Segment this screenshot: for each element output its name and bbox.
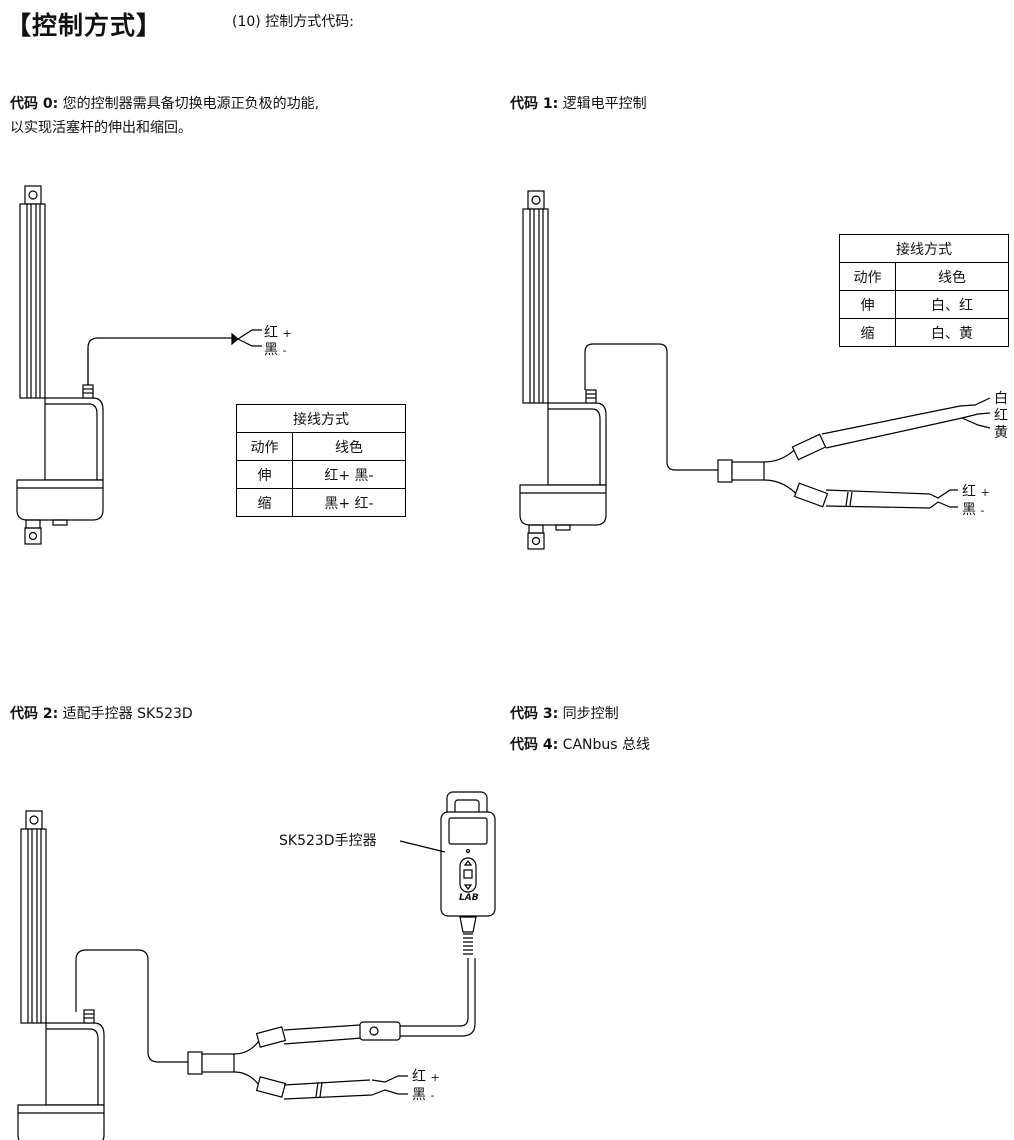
code1-power-black-label: 黑 - (962, 502, 985, 518)
page-title: 【控制方式】 (6, 11, 163, 40)
code1-description: 代码 1: 逻辑电平控制 (510, 92, 647, 116)
code4-desc: CANbus 总线 (562, 737, 651, 753)
code2-inline-connector (359, 1021, 401, 1041)
code4-label: 代码 4: (510, 737, 559, 753)
code0-leader-black (237, 338, 262, 347)
code1-table-head-action: 动作 (839, 262, 896, 291)
code1-table-head-color: 线色 (895, 262, 1009, 291)
code2-cable (75, 949, 188, 1063)
code0-cable (87, 337, 232, 385)
code1-row-extend-color: 白、红 (895, 290, 1009, 319)
code2-desc: 适配手控器 SK523D (62, 706, 193, 722)
code1-wire-red-label: 红 (994, 408, 1008, 424)
sk523d-hand-controller (440, 791, 496, 955)
code2-label: 代码 2: (10, 706, 59, 722)
code0-leader-red (237, 329, 262, 340)
code3-description: 代码 3: 同步控制 (510, 702, 619, 726)
code0-wire-red-label: 红 + (264, 325, 292, 341)
code0-row-retract-action: 缩 (236, 488, 293, 517)
actuator-1-drawing (519, 190, 607, 550)
code1-desc: 逻辑电平控制 (562, 96, 647, 112)
code1-wiring-table: 接线方式 动作 线色 伸 白、红 缩 白、黄 (839, 234, 1009, 347)
code0-table-title: 接线方式 (236, 404, 406, 433)
code3-label: 代码 3: (510, 706, 559, 722)
code1-splitter (717, 459, 733, 483)
code0-desc-line2: 以实现活塞杆的伸出和缩回。 (10, 120, 192, 136)
page-subtitle: (10) 控制方式代码: (232, 14, 354, 30)
code0-wire-black-label: 黑 - (264, 342, 287, 358)
code2-description: 代码 2: 适配手控器 SK523D (10, 702, 193, 726)
code1-table-title: 接线方式 (839, 234, 1009, 263)
code2-splitter (187, 1051, 203, 1075)
controller-logo: LAB (459, 893, 479, 903)
controller-leader-line (399, 840, 446, 853)
code1-row-retract-color: 白、黄 (895, 318, 1009, 347)
code0-desc-line1: 您的控制器需具备切换电源正负极的功能, (62, 96, 320, 112)
code1-wire-white-label: 白 (994, 391, 1008, 407)
code4-description: 代码 4: CANbus 总线 (510, 733, 650, 757)
code1-row-retract-action: 缩 (839, 318, 896, 347)
sk523d-controller-label: SK523D手控器 (279, 833, 377, 849)
code3-desc: 同步控制 (562, 706, 619, 722)
code2-power-black-label: 黑 - (412, 1087, 435, 1103)
code0-wiring-table: 接线方式 动作 线色 伸 红+ 黑- 缩 黑+ 红- (236, 404, 406, 517)
code1-wire-yellow-label: 黄 (994, 425, 1008, 441)
actuator-2-drawing (17, 810, 105, 1140)
code1-row-extend-action: 伸 (839, 290, 896, 319)
code2-power-red-label: 红 + (412, 1069, 440, 1085)
code0-label: 代码 0: (10, 96, 59, 112)
code0-row-extend-action: 伸 (236, 460, 293, 489)
code1-power-red-label: 红 + (962, 484, 990, 500)
code0-row-extend-color: 红+ 黑- (292, 460, 406, 489)
code0-table-head-color: 线色 (292, 432, 406, 461)
actuator-0-drawing (16, 185, 104, 545)
code1-label: 代码 1: (510, 96, 559, 112)
code0-row-retract-color: 黑+ 红- (292, 488, 406, 517)
code0-table-head-action: 动作 (236, 432, 293, 461)
code0-description: 代码 0: 您的控制器需具备切换电源正负极的功能, 以实现活塞杆的伸出和缩回。 (10, 92, 319, 140)
code1-cable (584, 343, 718, 471)
